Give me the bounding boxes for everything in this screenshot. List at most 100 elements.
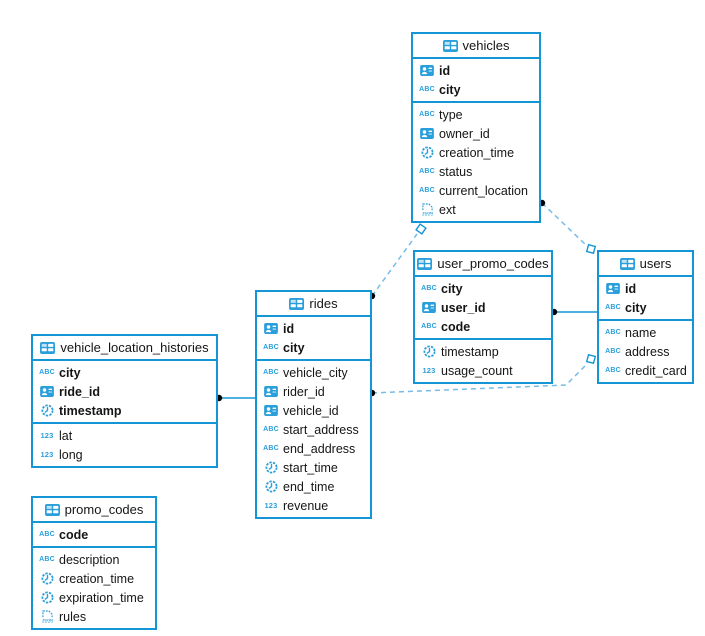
field-row-creation_time: creation_time bbox=[33, 569, 155, 588]
string-abc-icon: ABC bbox=[263, 445, 279, 452]
table-header[interactable]: vehicle_location_histories bbox=[33, 336, 216, 361]
table-icon bbox=[44, 503, 60, 516]
relation-square-marker bbox=[585, 243, 597, 255]
field-name: vehicle_city bbox=[283, 365, 348, 380]
field-name: city bbox=[625, 300, 647, 315]
field-name: credit_card bbox=[625, 363, 687, 378]
field-name: city bbox=[441, 281, 463, 296]
field-name: vehicle_id bbox=[283, 403, 339, 418]
string-abc-icon: ABC bbox=[419, 111, 435, 118]
table-name: rides bbox=[309, 296, 338, 311]
uuid-icon bbox=[263, 405, 279, 416]
json-icon: JSON bbox=[419, 203, 435, 216]
field-name: id bbox=[283, 321, 295, 336]
field-row-id: id bbox=[599, 279, 692, 298]
string-abc-icon: ABC bbox=[605, 304, 621, 311]
field-name: ride_id bbox=[59, 384, 100, 399]
field-name: timestamp bbox=[59, 403, 122, 418]
field-name: revenue bbox=[283, 498, 329, 513]
string-abc-icon: ABC bbox=[605, 348, 621, 355]
field-name: creation_time bbox=[59, 571, 135, 586]
clock-icon bbox=[39, 591, 55, 604]
field-row-user_id: user_id bbox=[415, 298, 551, 317]
field-name: code bbox=[441, 319, 471, 334]
field-name: id bbox=[439, 63, 451, 78]
uuid-icon bbox=[605, 283, 621, 294]
table-header[interactable]: vehicles bbox=[413, 34, 539, 59]
field-row-expiration_time: expiration_time bbox=[33, 588, 155, 607]
field-row-id: id bbox=[257, 319, 370, 338]
clock-icon bbox=[263, 461, 279, 474]
field-row-ride_id: ride_id bbox=[33, 382, 216, 401]
field-name: creation_time bbox=[439, 145, 515, 160]
field-row-city: ABC city bbox=[415, 279, 551, 298]
table-header[interactable]: rides bbox=[257, 292, 370, 317]
relation-square-marker bbox=[415, 223, 427, 235]
uuid-icon bbox=[39, 386, 55, 397]
field-row-start_time: start_time bbox=[257, 458, 370, 477]
table-icon bbox=[619, 257, 635, 270]
field-name: end_time bbox=[283, 479, 335, 494]
field-name: lat bbox=[59, 428, 73, 443]
string-abc-icon: ABC bbox=[421, 323, 437, 330]
string-abc-icon: ABC bbox=[39, 556, 55, 563]
field-name: usage_count bbox=[441, 363, 513, 378]
field-name: expiration_time bbox=[59, 590, 144, 605]
string-abc-icon: ABC bbox=[39, 369, 55, 376]
field-row-city: ABC city bbox=[413, 80, 539, 99]
table-name: vehicle_location_histories bbox=[60, 340, 209, 355]
field-name: id bbox=[625, 281, 637, 296]
relation-vehicle_location_histories-rides bbox=[215, 394, 255, 402]
field-name: address bbox=[625, 344, 670, 359]
clock-icon bbox=[39, 404, 55, 417]
uuid-icon bbox=[421, 302, 437, 313]
string-abc-icon: ABC bbox=[263, 344, 279, 351]
table-header[interactable]: promo_codes bbox=[33, 498, 155, 523]
number-123-icon: 123 bbox=[422, 366, 436, 375]
table-name: user_promo_codes bbox=[437, 256, 549, 271]
field-row-address: ABC address bbox=[599, 342, 692, 361]
table-icon bbox=[417, 257, 433, 270]
string-abc-icon: ABC bbox=[421, 285, 437, 292]
field-row-timestamp: timestamp bbox=[415, 342, 551, 361]
string-abc-icon: ABC bbox=[419, 168, 435, 175]
field-name: rider_id bbox=[283, 384, 325, 399]
field-name: end_address bbox=[283, 441, 356, 456]
clock-icon bbox=[263, 480, 279, 493]
string-abc-icon: ABC bbox=[419, 86, 435, 93]
field-name: owner_id bbox=[439, 126, 490, 141]
table-header[interactable]: users bbox=[599, 252, 692, 277]
clock-icon bbox=[39, 572, 55, 585]
number-123-icon: 123 bbox=[40, 431, 54, 440]
svg-text:JSON: JSON bbox=[422, 210, 433, 215]
uuid-icon bbox=[419, 65, 435, 76]
field-name: code bbox=[59, 527, 89, 542]
table-icon bbox=[40, 341, 56, 354]
table-header[interactable]: user_promo_codes bbox=[415, 252, 551, 277]
field-name: start_time bbox=[283, 460, 338, 475]
field-row-timestamp: timestamp bbox=[33, 401, 216, 420]
field-name: city bbox=[439, 82, 461, 97]
